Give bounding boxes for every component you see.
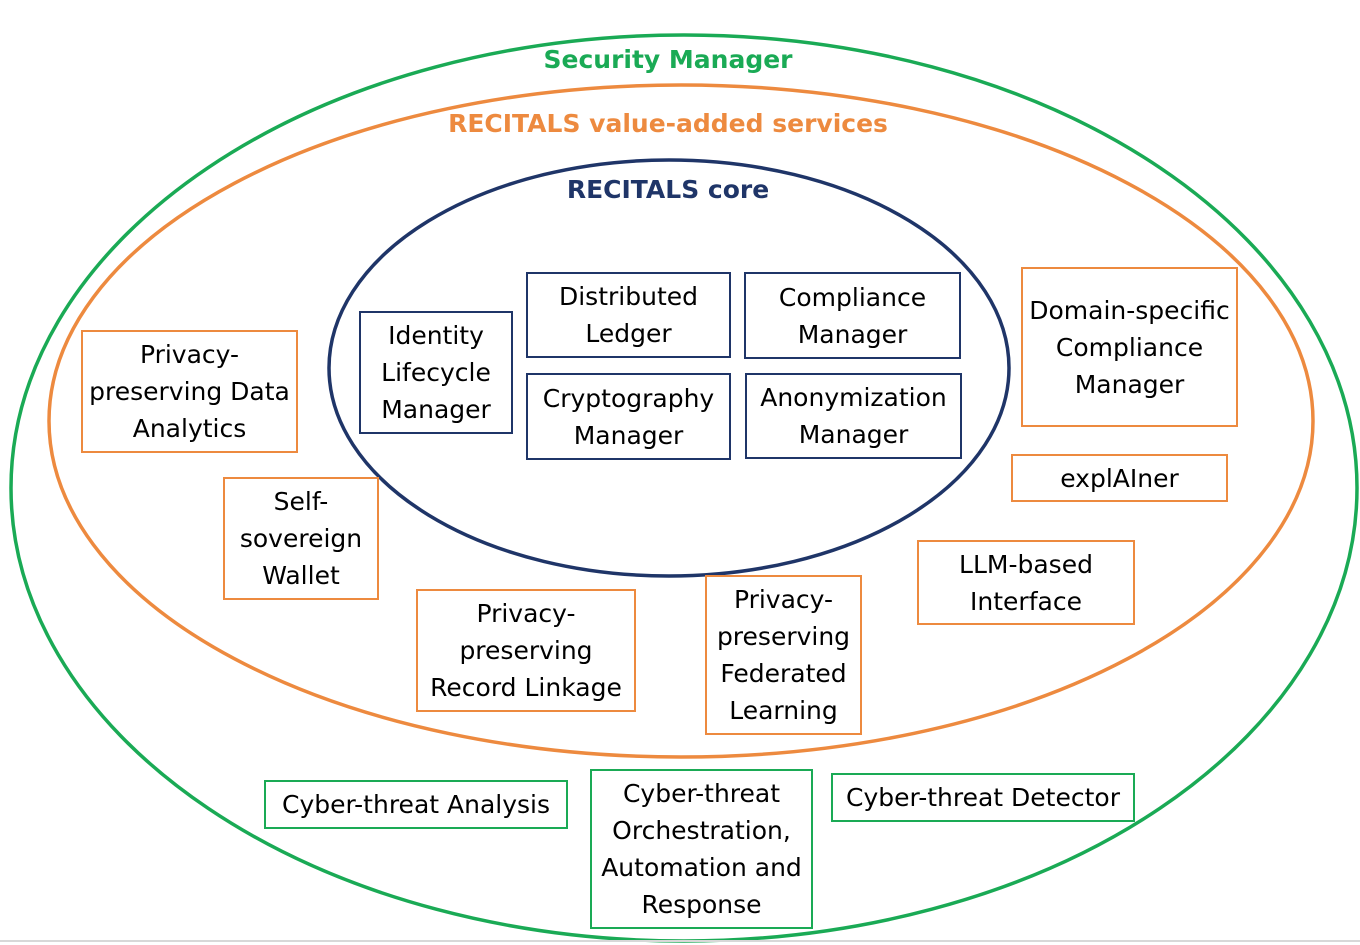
cyber-threat-analysis-label: Cyber-threat Analysis (281, 790, 551, 819)
cryptography-manager-label: Cryptography Manager (542, 383, 715, 450)
distributed-ledger-label: Distributed Ledger (558, 282, 698, 348)
value-added-services-label: RECITALS value-added services (448, 109, 888, 138)
llm-based-interface-label: LLM-based Interface (959, 549, 1093, 616)
cryptography-manager-box: Cryptography Manager (526, 373, 731, 460)
compliance-manager-box: Compliance Manager (744, 272, 961, 359)
llm-based-interface-box: LLM-based Interface (917, 540, 1135, 625)
cyber-threat-analysis-box: Cyber-threat Analysis (264, 780, 568, 829)
recitals-core-ellipse (327, 158, 1011, 578)
self-sovereign-wallet-label: Self-sovereign Wallet (239, 487, 363, 590)
privacy-preserving-data-analytics-box: Privacy-preserving Data Analytics (81, 330, 298, 453)
compliance-manager-label: Compliance Manager (778, 282, 927, 349)
distributed-ledger-box: Distributed Ledger (526, 272, 731, 358)
cyber-threat-orchestration-label: Cyber-threat Orchestration, Automation a… (601, 779, 802, 919)
identity-lifecycle-manager-label: Identity Lifecycle Manager (381, 321, 491, 424)
bottom-divider (0, 940, 1360, 942)
privacy-preserving-record-linkage-label: Privacy-preserving Record Linkage (430, 599, 622, 702)
value-added-services-ellipse (47, 83, 1315, 759)
cyber-threat-detector-label: Cyber-threat Detector (846, 783, 1120, 812)
privacy-preserving-federated-learning-box: Privacy-preserving Federated Learning (705, 575, 862, 735)
explainer-label: explAIner (1060, 463, 1179, 493)
anonymization-manager-box: Anonymization Manager (745, 373, 962, 459)
cyber-threat-orchestration-box: Cyber-threat Orchestration, Automation a… (590, 769, 813, 929)
cyber-threat-detector-box: Cyber-threat Detector (831, 773, 1135, 822)
domain-specific-compliance-manager-label: Domain-specific Compliance Manager (1029, 295, 1230, 399)
privacy-preserving-data-analytics-label: Privacy-preserving Data Analytics (89, 340, 290, 443)
recitals-core-label: RECITALS core (566, 175, 770, 204)
privacy-preserving-federated-learning-label: Privacy-preserving Federated Learning (716, 585, 851, 725)
anonymization-manager-label: Anonymization Manager (760, 383, 947, 449)
privacy-preserving-record-linkage-box: Privacy-preserving Record Linkage (416, 589, 636, 712)
explainer-box: explAIner (1011, 454, 1228, 502)
self-sovereign-wallet-box: Self-sovereign Wallet (223, 477, 379, 600)
domain-specific-compliance-manager-box: Domain-specific Compliance Manager (1021, 267, 1238, 427)
security-manager-label: Security Manager (543, 45, 793, 74)
identity-lifecycle-manager-box: Identity Lifecycle Manager (359, 311, 513, 434)
